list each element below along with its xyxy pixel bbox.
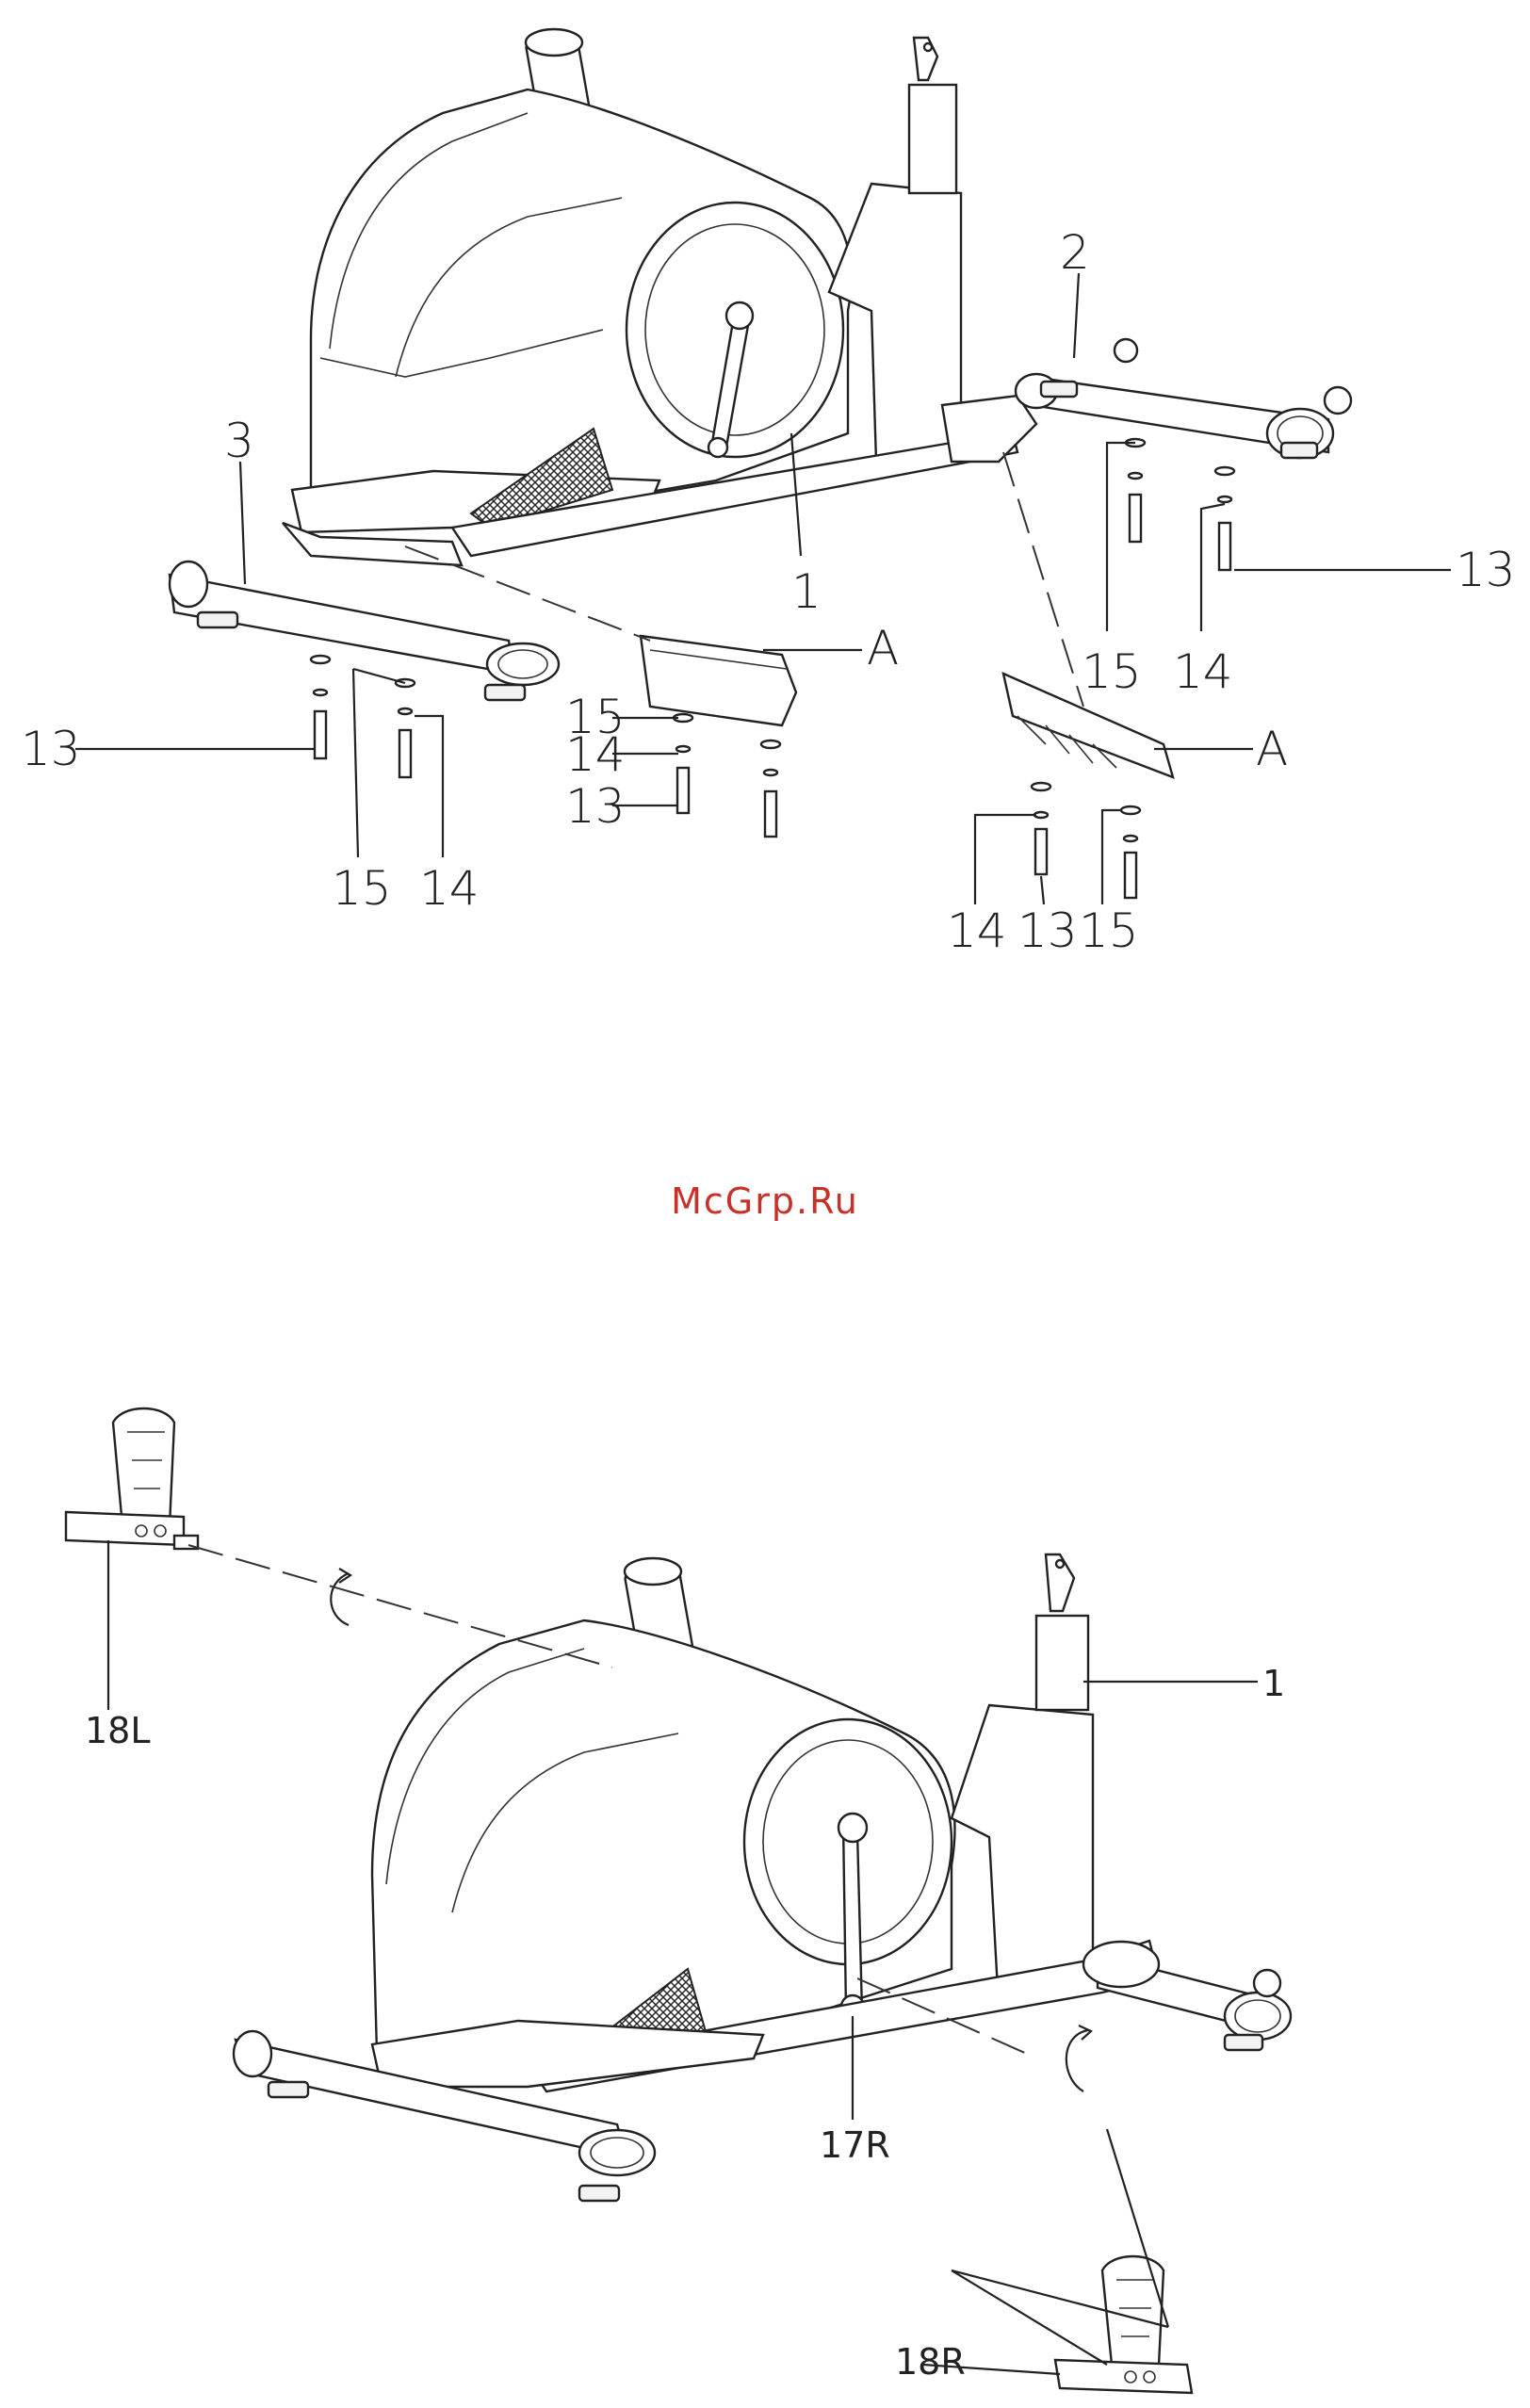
assembly-line-cover-right (1003, 452, 1083, 707)
callout-washer-cover-right: 15 (1079, 903, 1139, 958)
assembly-line-pedal-left (188, 1545, 612, 1668)
bike-frame-step2 (372, 1554, 1159, 2091)
callout-bolt-rear-right: 13 (1456, 543, 1516, 597)
callout-cover-a-right: A (1256, 722, 1288, 776)
callout-spring-front-left: 14 (419, 861, 480, 916)
watermark: McGrp.Ru (671, 1180, 859, 1222)
callout-crank-right: 17R (820, 2124, 890, 2166)
callout-pedal-right: 18R (895, 2341, 966, 2383)
callout-washer-rear-right: 15 (1082, 644, 1142, 699)
rotate-arrow-right (1066, 2030, 1088, 2091)
callout-front-stabilizer: 3 (224, 414, 254, 468)
hardware-front-left (311, 656, 415, 777)
callout-pedal-left: 18L (85, 1710, 151, 1751)
callout-frame: 1 (791, 564, 822, 619)
callout-rear-stabilizer: 2 (1060, 225, 1090, 280)
callout-frame-step2: 1 (1262, 1663, 1285, 1704)
rear-stabilizer (1016, 339, 1351, 458)
callout-cover-a-left: A (867, 621, 899, 675)
hardware-cover-left (674, 714, 780, 837)
pedal-left (66, 1408, 198, 1549)
rear-stabilizer-step2 (1083, 1942, 1291, 2050)
callout-bolt-front-mid: 13 (565, 779, 626, 834)
step2-diagram: 1 18L 17R 18R (66, 1408, 1291, 2393)
callout-washer-front-left: 15 (332, 861, 392, 916)
hardware-cover-right (1032, 783, 1140, 898)
callout-spring-rear-right: 14 (1173, 644, 1233, 699)
rotate-arrow-left (331, 1573, 349, 1625)
callout-bolt-cover-right: 13 (1017, 903, 1078, 958)
bike-frame-step1 (283, 29, 1036, 565)
callout-spring-cover-right: 14 (947, 903, 1007, 958)
step1-diagram: 2 1 3 A A 13 13 15 14 13 15 14 15 14 14 … (21, 29, 1516, 958)
pedal-right (1055, 2256, 1192, 2393)
callout-spring-cover-left: 14 (565, 727, 626, 782)
callout-bolt-front-left: 13 (21, 722, 81, 776)
